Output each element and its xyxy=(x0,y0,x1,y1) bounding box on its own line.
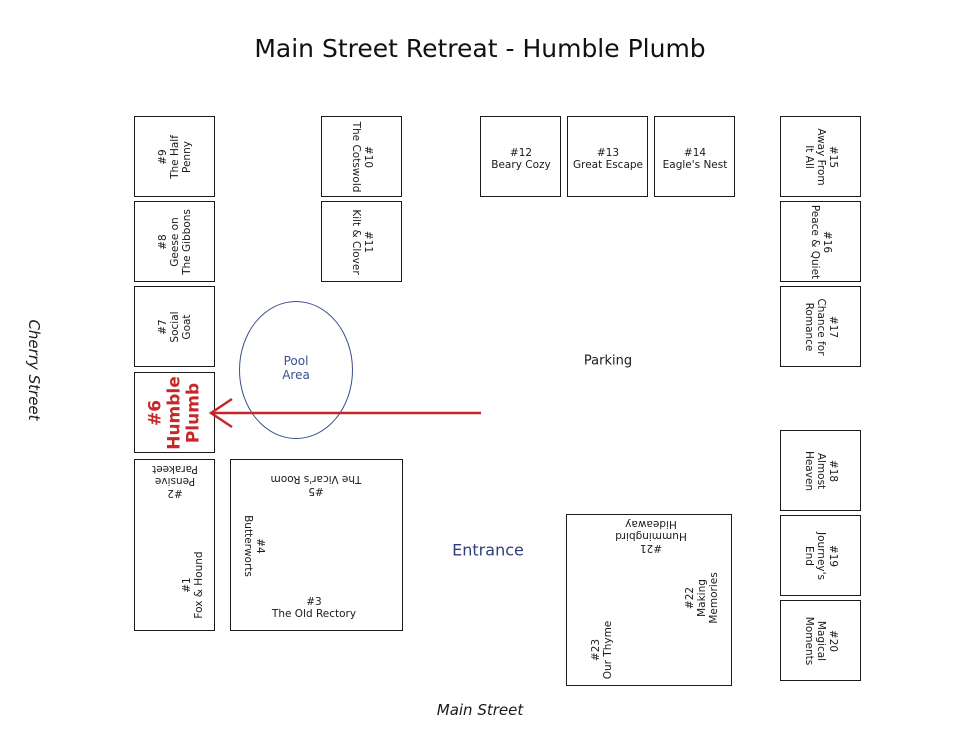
unit-14-name: Eagle's Nest xyxy=(662,159,728,171)
unit-3-name: The Old Rectory xyxy=(271,608,357,620)
unit-12[interactable] xyxy=(480,116,561,197)
pool-area-label: Pool Area xyxy=(282,354,310,382)
unit-13-label: #13 Great Escape xyxy=(573,147,643,171)
unit-18[interactable] xyxy=(780,430,861,511)
pool-area xyxy=(239,301,353,439)
unit-14-label: #14 Eagle's Nest xyxy=(663,147,728,171)
entrance-label: Entrance xyxy=(452,540,524,560)
unit-13-name: Great Escape xyxy=(572,159,644,171)
map-title: Main Street Retreat - Humble Plumb xyxy=(254,34,706,63)
unit-1-2-building[interactable] xyxy=(134,459,215,631)
unit-3-label: #3 The Old Rectory xyxy=(272,596,356,620)
unit-3-4-5-building[interactable] xyxy=(230,459,403,631)
unit-9[interactable] xyxy=(134,116,215,197)
unit-12-label: #12 Beary Cozy xyxy=(491,147,550,171)
unit-11[interactable] xyxy=(321,201,402,282)
street-label-main: Main Street xyxy=(436,701,524,719)
unit-16[interactable] xyxy=(780,201,861,282)
unit-8[interactable] xyxy=(134,201,215,282)
unit-3-number: #3 xyxy=(306,596,322,608)
arrow-head xyxy=(208,397,233,429)
pool-label-line1: Pool xyxy=(283,354,309,368)
pool-label-line2: Area xyxy=(282,368,310,382)
unit-19[interactable] xyxy=(780,515,861,596)
unit-17[interactable] xyxy=(780,286,861,367)
parking-label: Parking xyxy=(583,353,633,369)
unit-12-number: #12 xyxy=(509,147,533,159)
unit-12-name: Beary Cozy xyxy=(491,159,551,171)
unit-10[interactable] xyxy=(321,116,402,197)
unit-20[interactable] xyxy=(780,600,861,681)
unit-21-22-23-building[interactable] xyxy=(566,514,732,686)
unit-7[interactable] xyxy=(134,286,215,367)
unit-15[interactable] xyxy=(780,116,861,197)
unit-14-number: #14 xyxy=(683,147,707,159)
unit-14[interactable] xyxy=(654,116,735,197)
unit-13-number: #13 xyxy=(596,147,620,159)
unit-6-highlighted[interactable] xyxy=(134,372,215,453)
unit-13[interactable] xyxy=(567,116,648,197)
